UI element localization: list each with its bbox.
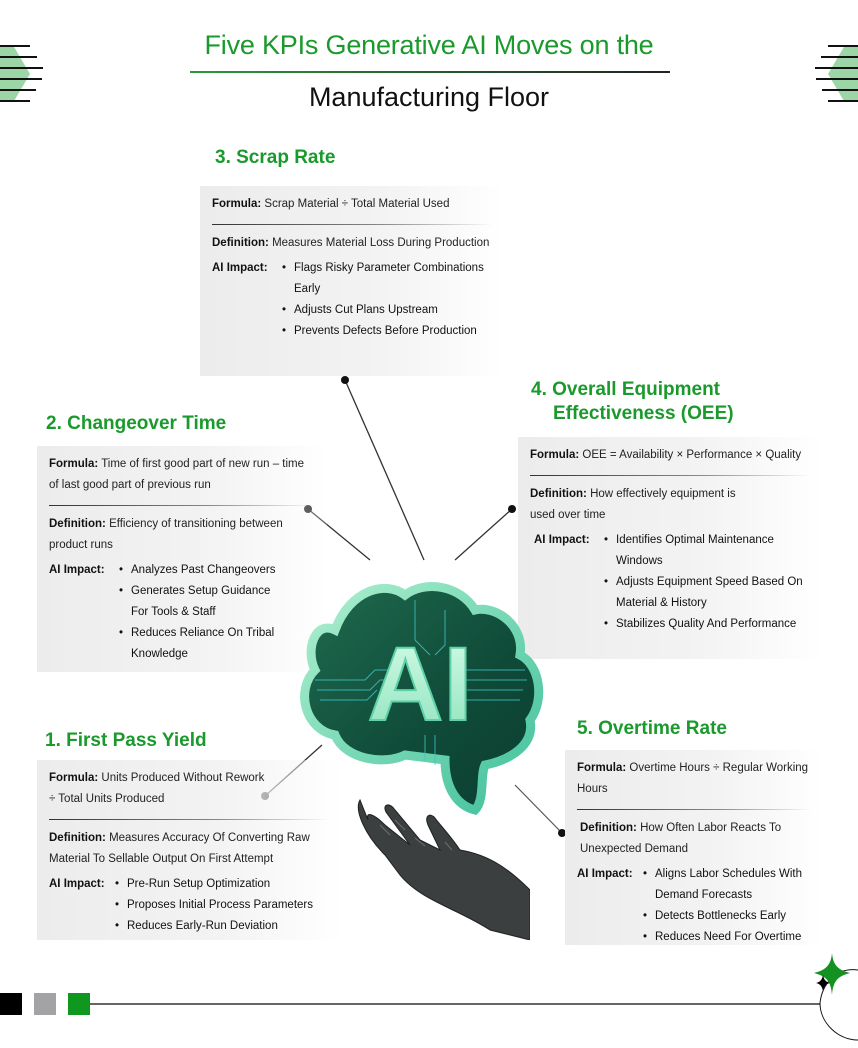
footer-square-gray — [34, 993, 56, 1015]
list-item: Aligns Labor Schedules With Demand Forec… — [643, 864, 811, 906]
list-item: Adjusts Cut Plans Upstream — [282, 300, 493, 321]
kpi-card-first-pass-yield: Formula: Units Produced Without Rework ÷… — [37, 760, 342, 940]
formula-text: Overtime Hours ÷ Regular Working Hours — [577, 762, 809, 795]
formula-label: Formula: — [212, 198, 262, 210]
ai-impact-list: Flags Risky Parameter Combinations Early… — [282, 258, 493, 342]
list-item: Detects Bottlenecks Early — [643, 906, 811, 927]
corner-hexagon-decoration-left — [0, 40, 80, 110]
list-item: Identifies Optimal Maintenance Windows — [604, 530, 811, 572]
definition-label: Definition: — [49, 518, 106, 530]
ai-impact-label: AI Impact: — [577, 868, 633, 880]
list-item: Prevents Defects Before Production — [282, 321, 493, 342]
definition-label: Definition: — [530, 488, 587, 500]
list-item: Pre-Run Setup Optimization — [115, 874, 313, 895]
kpi-card-scrap-rate: Formula: Scrap Material ÷ Total Material… — [200, 186, 505, 376]
kpi-title-line2: Effectiveness (OEE) — [553, 403, 734, 424]
formula-label: Formula: — [49, 458, 99, 470]
kpi-title-overtime-rate: 5. Overtime Rate — [577, 718, 727, 739]
definition-text: Measures Material Loss During Production — [272, 237, 490, 249]
ai-brain-icon: AI — [295, 560, 545, 820]
divider — [577, 809, 811, 810]
ai-impact-list: Identifies Optimal Maintenance Windows A… — [604, 530, 811, 635]
kpi-title-line1: 4. Overall Equipment — [531, 379, 720, 400]
definition-text: Efficiency of transitioning between prod… — [49, 518, 283, 551]
page-title: Five KPIs Generative AI Moves on the — [204, 30, 654, 60]
formula-text: OEE = Availability × Performance × Quali… — [582, 449, 802, 461]
kpi-title-oee: 4. Overall Equipment Effectiveness (OEE) — [531, 378, 734, 426]
list-item: Reduces Early-Run Deviation — [115, 916, 313, 937]
formula-text: Time of first good part of new run – tim… — [49, 458, 305, 491]
list-item: Flags Risky Parameter Combinations Early — [282, 258, 493, 300]
list-item: Generates Setup Guidance For Tools & Sta… — [119, 581, 289, 623]
ai-impact-label: AI Impact: — [534, 534, 590, 546]
divider — [212, 224, 493, 225]
definition-text: Measures Accuracy Of Converting Raw Mate… — [49, 832, 310, 865]
divider — [49, 819, 330, 820]
sparkle-circle-icon — [814, 953, 858, 1041]
footer-divider — [90, 1003, 820, 1005]
page-subtitle: Manufacturing Floor — [308, 82, 550, 112]
ai-impact-label: AI Impact: — [49, 564, 105, 576]
definition-label: Definition: — [580, 822, 637, 834]
footer-square-black — [0, 993, 22, 1015]
list-item: Reduces Need For Overtime — [643, 927, 811, 948]
ai-impact-label: AI Impact: — [49, 878, 105, 890]
definition-text: How Often Labor Reacts To Unexpected Dem… — [580, 822, 782, 855]
kpi-title-first-pass-yield: 1. First Pass Yield — [45, 730, 207, 751]
definition-label: Definition: — [212, 237, 269, 249]
kpi-card-overtime-rate: Formula: Overtime Hours ÷ Regular Workin… — [565, 750, 823, 948]
formula-label: Formula: — [577, 762, 627, 774]
list-item: Analyzes Past Changeovers — [119, 560, 289, 581]
kpi-title-scrap-rate: 3. Scrap Rate — [215, 147, 336, 168]
robot-hand-icon — [340, 780, 531, 941]
formula-label: Formula: — [530, 449, 580, 461]
ai-impact-label: AI Impact: — [212, 262, 268, 274]
footer-square-green — [68, 993, 90, 1015]
formula-text: Scrap Material ÷ Total Material Used — [264, 198, 450, 210]
ai-impact-list: Aligns Labor Schedules With Demand Forec… — [643, 864, 811, 948]
definition-label: Definition: — [49, 832, 106, 844]
corner-hexagon-decoration-right — [778, 40, 858, 110]
divider — [530, 475, 811, 476]
kpi-title-changeover-time: 2. Changeover Time — [46, 413, 227, 434]
list-item: Proposes Initial Process Parameters — [115, 895, 313, 916]
svg-text:AI: AI — [368, 626, 473, 743]
formula-text: Units Produced Without Rework ÷ Total Un… — [49, 772, 265, 805]
divider — [49, 505, 315, 506]
formula-label: Formula: — [49, 772, 99, 784]
title-divider — [190, 71, 670, 73]
definition-text: How effectively equipment is used over t… — [530, 488, 736, 521]
ai-impact-list: Analyzes Past Changeovers Generates Setu… — [119, 560, 289, 665]
ai-impact-list: Pre-Run Setup Optimization Proposes Init… — [115, 874, 313, 937]
kpi-card-oee: Formula: OEE = Availability × Performanc… — [518, 437, 823, 659]
kpi-card-changeover-time: Formula: Time of first good part of new … — [37, 446, 327, 672]
list-item: Stabilizes Quality And Performance — [604, 614, 811, 635]
list-item: Reduces Reliance On Tribal Knowledge — [119, 623, 289, 665]
list-item: Adjusts Equipment Speed Based On Materia… — [604, 572, 811, 614]
